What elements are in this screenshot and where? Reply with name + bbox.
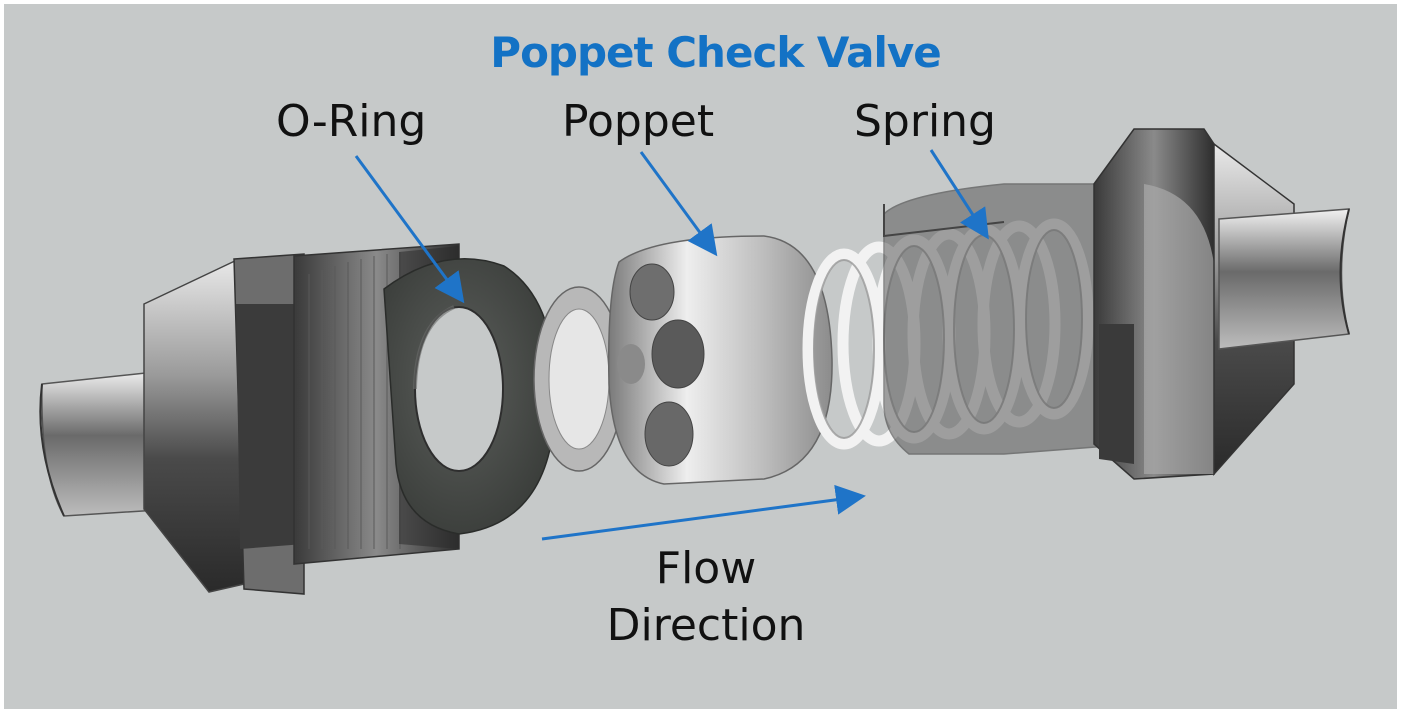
right-valve-body: [883, 128, 1350, 480]
oring-label: O-Ring: [276, 96, 427, 147]
flow-label-line2: Direction: [606, 600, 806, 652]
spring-arrow: [929, 149, 989, 240]
poppet-arrow: [639, 151, 718, 257]
spring-label: Spring: [854, 96, 996, 147]
oring-arrow: [354, 155, 465, 304]
diagram-title: Poppet Check Valve: [490, 28, 941, 77]
flow-direction-arrow: [541, 484, 866, 541]
flow-direction-label: Flow Direction: [596, 540, 816, 654]
poppet-part: [533, 235, 833, 485]
flow-label-line1: Flow: [655, 543, 757, 594]
diagram-canvas: Poppet Check Valve O-Ring Poppet Spring …: [4, 4, 1397, 709]
o-ring: [383, 258, 557, 535]
valve-illustration: [39, 128, 1350, 595]
callout-arrows: [354, 149, 989, 541]
poppet-label: Poppet: [562, 96, 715, 147]
